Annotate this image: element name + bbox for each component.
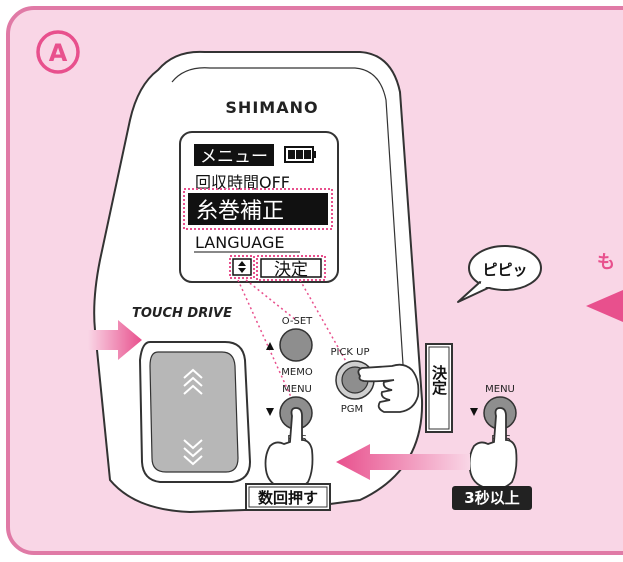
pad-down-chevron-icon	[183, 439, 203, 466]
oset-button[interactable]	[279, 328, 313, 362]
edge-arrow	[586, 290, 623, 322]
footer-confirm-frame	[256, 255, 326, 281]
hold-tag: 3秒以上	[452, 486, 532, 510]
up-down-arrow-icon	[229, 255, 255, 279]
brand-logo: SHIMANO	[225, 98, 318, 117]
menu-item-2: LANGUAGE	[195, 233, 284, 252]
pad-arrow	[88, 320, 142, 360]
hold-label: 3秒以上	[464, 489, 519, 507]
touchdrive-logo: TOUCH DRIVE	[132, 306, 232, 321]
menu-item-1: 糸巻補正	[196, 199, 284, 224]
menu-label: MENU	[282, 384, 312, 395]
menu-item-selected-bg	[188, 193, 328, 225]
confirm-tag-label: 決定	[430, 364, 448, 396]
transition-arrow	[336, 444, 470, 480]
menu-item-selected-outline	[183, 188, 333, 230]
menu-title-bar	[194, 144, 274, 166]
pgm-label: PGM	[341, 404, 363, 415]
pad-up-chevron-icon	[183, 368, 203, 395]
hand-right-menu-icon	[468, 407, 518, 491]
pickup-label: PICK UP	[330, 347, 369, 358]
panel-label: A	[49, 39, 68, 67]
touch-pad[interactable]	[138, 341, 252, 483]
hand-pickup-icon	[357, 363, 420, 413]
menu-title: メニュー	[200, 147, 268, 167]
hand-menu-icon	[264, 407, 314, 491]
panel-label-badge: A	[36, 30, 80, 74]
speech-bubble: ピピッ	[457, 245, 542, 303]
speech-bubble-text: ピピッ	[482, 261, 527, 279]
right-menu-label: MENU	[485, 384, 515, 395]
leader-lines	[237, 279, 353, 409]
menu-item-0: 回収時間OFF	[195, 173, 290, 192]
oset-arrow-icon	[266, 342, 274, 350]
menu-arrow-icon	[266, 408, 274, 416]
edge-text: も	[597, 252, 615, 273]
right-menu-arrow-icon	[470, 408, 478, 416]
memo-label: MEMO	[281, 367, 313, 378]
battery-icon	[284, 146, 316, 163]
lcd-screen: メニュー 回収時間OFF 糸巻補正 LANGUAGE 決定	[179, 131, 339, 283]
press-times-label: 数回押す	[258, 489, 318, 507]
press-times-tag: 数回押す	[245, 483, 331, 511]
confirm-tag: 決定	[425, 343, 453, 433]
oset-label: O-SET	[282, 316, 313, 327]
footer-confirm-label: 決定	[274, 260, 308, 280]
